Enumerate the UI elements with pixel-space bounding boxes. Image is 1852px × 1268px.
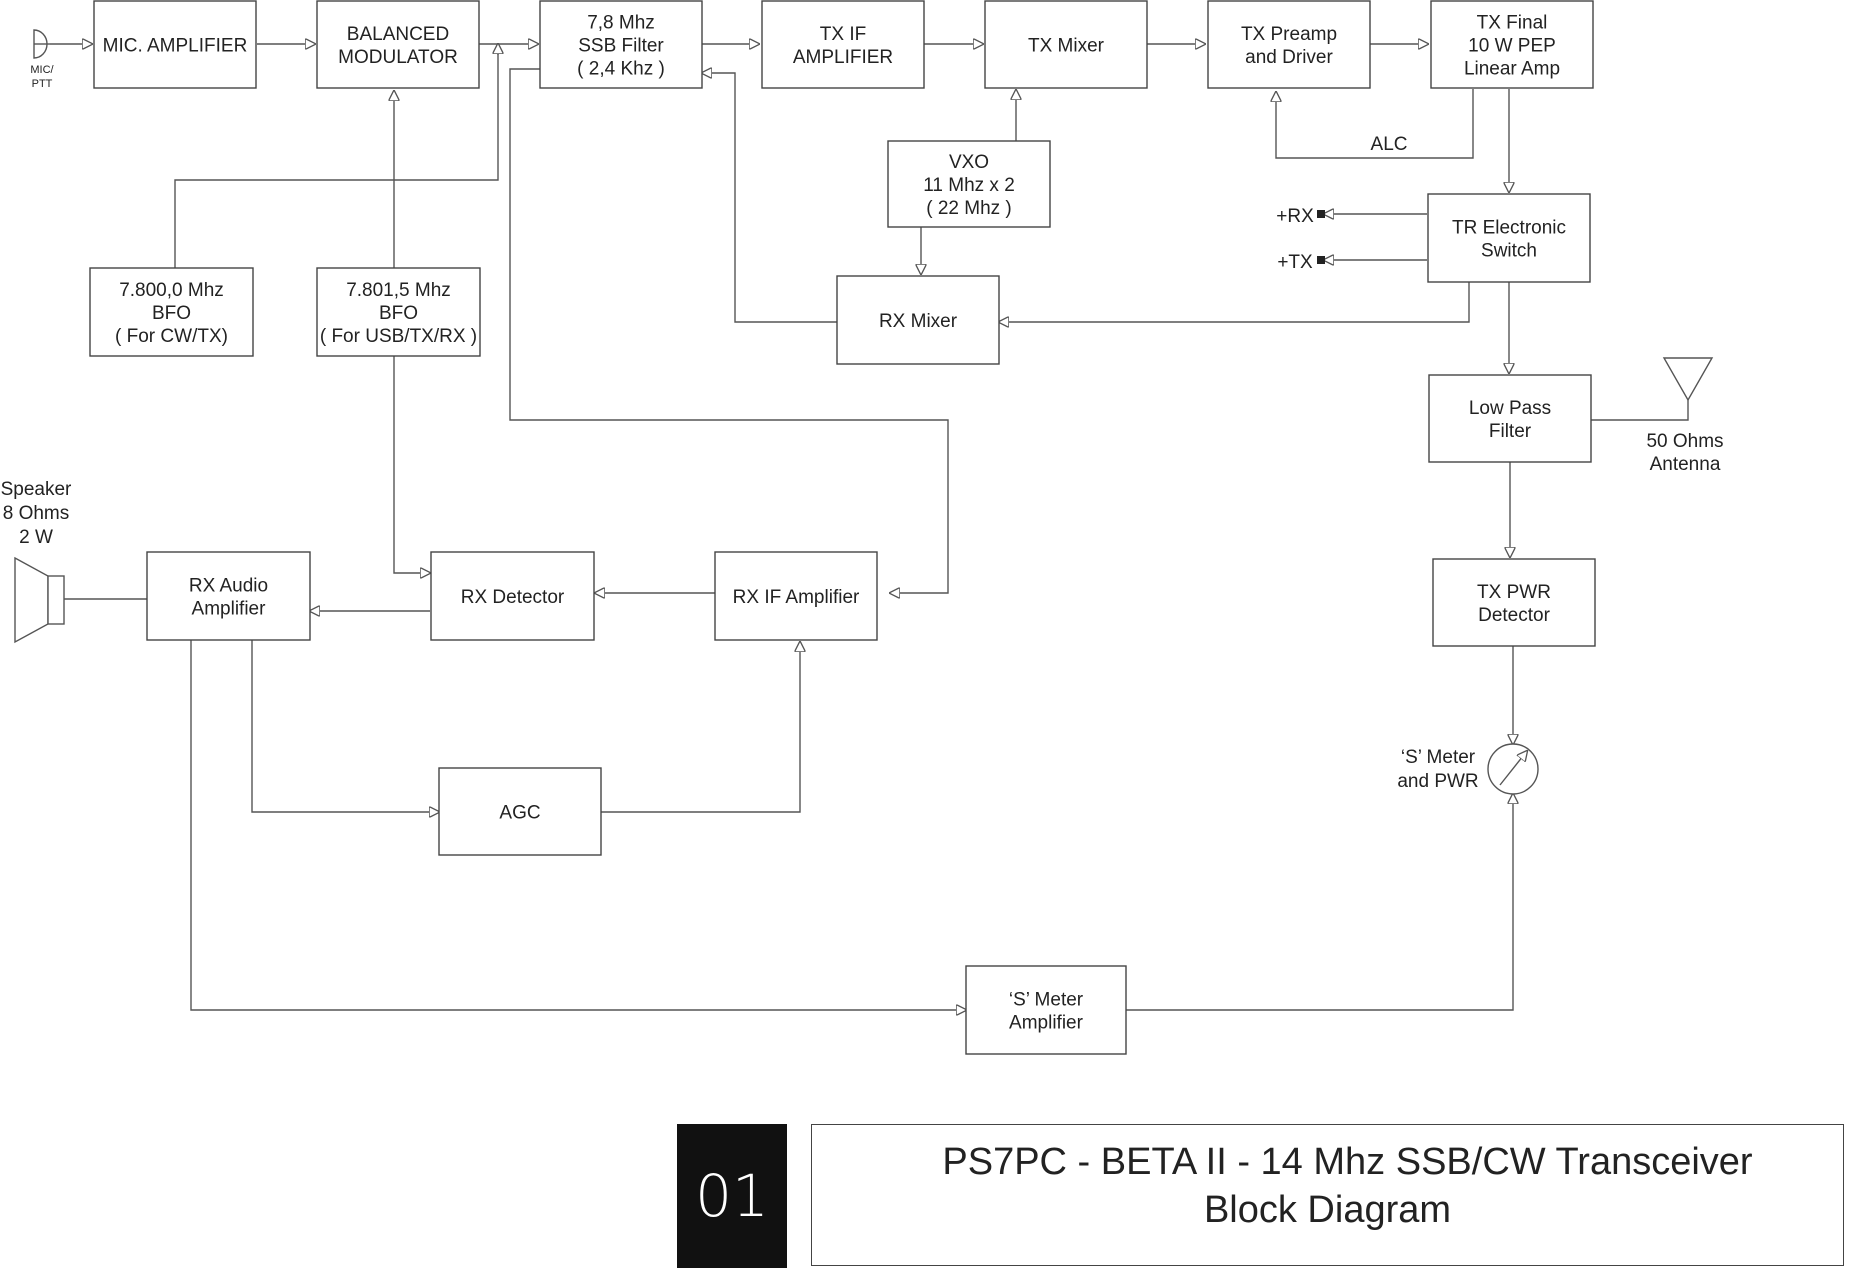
meter-icon	[1487, 743, 1539, 795]
block-label: Amplifier	[192, 599, 267, 620]
block-label: MIC. AMPLIFIER	[103, 36, 248, 57]
block-label: TX Final	[1477, 13, 1548, 34]
mic-label-2: PTT	[32, 78, 53, 90]
block-label: TX IF	[820, 24, 866, 45]
block-label: Linear Amp	[1464, 59, 1560, 80]
block-label: 10 W PEP	[1468, 36, 1556, 57]
block-label: TX Preamp	[1241, 24, 1337, 45]
speaker-icon	[14, 556, 65, 644]
diagram-number: 01	[677, 1124, 787, 1268]
block-label: MODULATOR	[338, 47, 458, 68]
microphone-icon	[33, 29, 50, 59]
block-rx-detector: RX Detector	[430, 551, 595, 641]
block-label: ‘S’ Meter	[1009, 990, 1084, 1011]
wires	[50, 44, 1689, 1010]
block-label: VXO	[949, 152, 989, 173]
diagram-subtitle: Block Diagram	[1203, 1189, 1452, 1231]
block-label: Switch	[1481, 241, 1537, 262]
block-rx-mixer: RX Mixer	[836, 275, 1000, 365]
alc-label: ALC	[1371, 134, 1408, 155]
rx-terminal	[1317, 210, 1325, 218]
block-label: AMPLIFIER	[793, 47, 893, 68]
block-label: RX IF Amplifier	[733, 587, 860, 608]
speaker-label-1: Speaker	[1, 479, 72, 500]
block-label: 7.801,5 Mhz	[346, 280, 451, 301]
block-label: Amplifier	[1009, 1013, 1084, 1034]
block-label: RX Detector	[461, 587, 565, 608]
block-label: and Driver	[1245, 47, 1333, 68]
block-label: RX Audio	[189, 576, 268, 597]
s-meter-label-2: and PWR	[1397, 771, 1478, 792]
block-label: Filter	[1489, 421, 1532, 442]
block-label: 7,8 Mhz	[587, 13, 655, 34]
block-label: Low Pass	[1469, 398, 1551, 419]
s-meter-label-1: ‘S’ Meter	[1401, 747, 1476, 768]
antenna-icon	[1662, 357, 1714, 402]
plus-rx-label: +RX	[1276, 206, 1314, 227]
block-label: ( For CW/TX)	[115, 326, 228, 347]
block-label: BALANCED	[347, 24, 449, 45]
mic-label-1: MIC/	[30, 64, 54, 76]
block-label: RX Mixer	[879, 311, 958, 332]
block-label: ( 22 Mhz )	[926, 198, 1012, 219]
block-label: SSB Filter	[578, 36, 664, 57]
block-rx-if-amp: RX IF Amplifier	[714, 551, 878, 641]
block-label: 7.800,0 Mhz	[119, 280, 224, 301]
speaker-label-2: 8 Ohms	[3, 503, 70, 524]
diagram-title: PS7PC - BETA II - 14 Mhz SSB/CW Transcei…	[942, 1141, 1753, 1183]
tx-terminal	[1317, 256, 1325, 264]
speaker-label-3: 2 W	[19, 527, 53, 548]
block-label: 11 Mhz x 2	[923, 175, 1015, 196]
block-label: ( For USB/TX/RX )	[320, 326, 477, 347]
block-mic-amp: MIC. AMPLIFIER	[93, 0, 257, 89]
antenna-label-2: Antenna	[1650, 454, 1721, 475]
block-label: ( 2,4 Khz )	[577, 59, 665, 80]
antenna-label-1: 50 Ohms	[1646, 431, 1723, 452]
block-label: TR Electronic	[1452, 218, 1566, 239]
block-label: TX Mixer	[1028, 36, 1105, 57]
block-label: BFO	[152, 303, 191, 324]
block-agc: AGC	[438, 767, 602, 856]
block-tx-mixer: TX Mixer	[984, 0, 1148, 89]
block-label: AGC	[499, 803, 540, 824]
block-label: BFO	[379, 303, 418, 324]
block-label: Detector	[1478, 605, 1550, 626]
block-label: TX PWR	[1477, 582, 1551, 603]
plus-tx-label: +TX	[1277, 252, 1313, 273]
title-box: PS7PC - BETA II - 14 Mhz SSB/CW Transcei…	[811, 1124, 1844, 1266]
